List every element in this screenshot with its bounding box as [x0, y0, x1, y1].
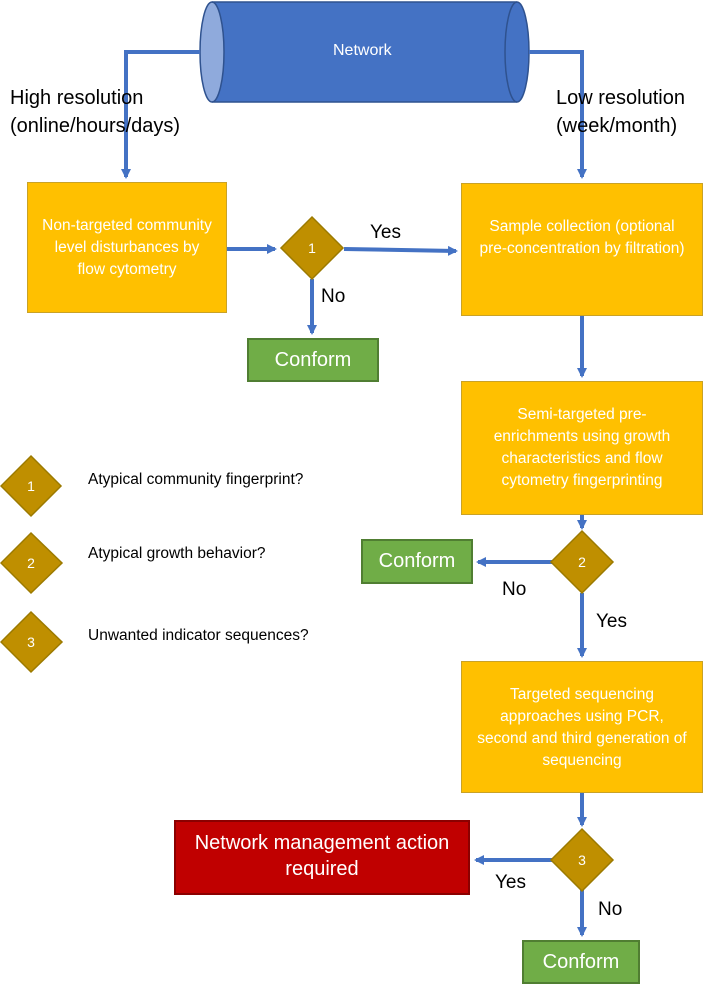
decision-diamond-3 — [549, 827, 615, 893]
conform-box-3: Conform — [522, 940, 640, 984]
targeted-sequencing-box: Targeted sequencing approaches using PCR… — [461, 661, 703, 793]
high-resolution-line2: (online/hours/days) — [10, 115, 181, 137]
decision-number-3: 3 — [578, 852, 586, 868]
conform-box-2: Conform — [361, 539, 473, 584]
arrow-network-to-high-res — [121, 50, 200, 179]
legend-diamond-3 — [0, 610, 64, 674]
legend-text-3: Unwanted indicator sequences? — [88, 627, 309, 644]
legend-diamond-2 — [0, 531, 64, 595]
legend-text-2: Atypical growth behavior? — [88, 545, 266, 562]
legend-text-1: Atypical community fingerprint? — [88, 471, 304, 488]
conform-box-1: Conform — [247, 338, 379, 382]
d1-no-label: No — [321, 286, 346, 307]
high-resolution-label: High resolution (online/hours/days) — [10, 84, 180, 140]
arrow-network-to-low-res — [529, 50, 587, 179]
network-action-box: Network management action required — [174, 820, 470, 895]
legend-number-2: 2 — [27, 555, 35, 571]
d2-yes-label: Yes — [596, 611, 627, 632]
low-resolution-label: Low resolution (week/month) — [556, 84, 685, 140]
legend-number-3: 3 — [27, 634, 35, 650]
d3-yes-label: Yes — [495, 872, 526, 893]
decision-diamond-1 — [279, 215, 345, 281]
arrow-d1-yes — [343, 245, 458, 256]
legend-number-1: 1 — [27, 478, 35, 494]
semi-targeted-box: Semi-targeted pre-enrichments using grow… — [461, 381, 703, 515]
decision-number-1: 1 — [308, 240, 316, 256]
decision-number-2: 2 — [578, 554, 586, 570]
d1-yes-label: Yes — [370, 222, 401, 243]
low-resolution-line1: Low resolution — [556, 87, 685, 109]
high-resolution-line1: High resolution — [10, 87, 144, 109]
decision-diamond-2 — [549, 529, 615, 595]
network-label: Network — [333, 42, 392, 59]
non-targeted-box: Non-targeted community level disturbance… — [27, 182, 227, 313]
low-resolution-line2: (week/month) — [556, 115, 678, 137]
d2-no-label: No — [502, 579, 527, 600]
legend-diamond-1 — [0, 454, 63, 518]
d3-no-label: No — [598, 899, 623, 920]
sample-collection-box: Sample collection (optional pre-concentr… — [461, 183, 703, 316]
